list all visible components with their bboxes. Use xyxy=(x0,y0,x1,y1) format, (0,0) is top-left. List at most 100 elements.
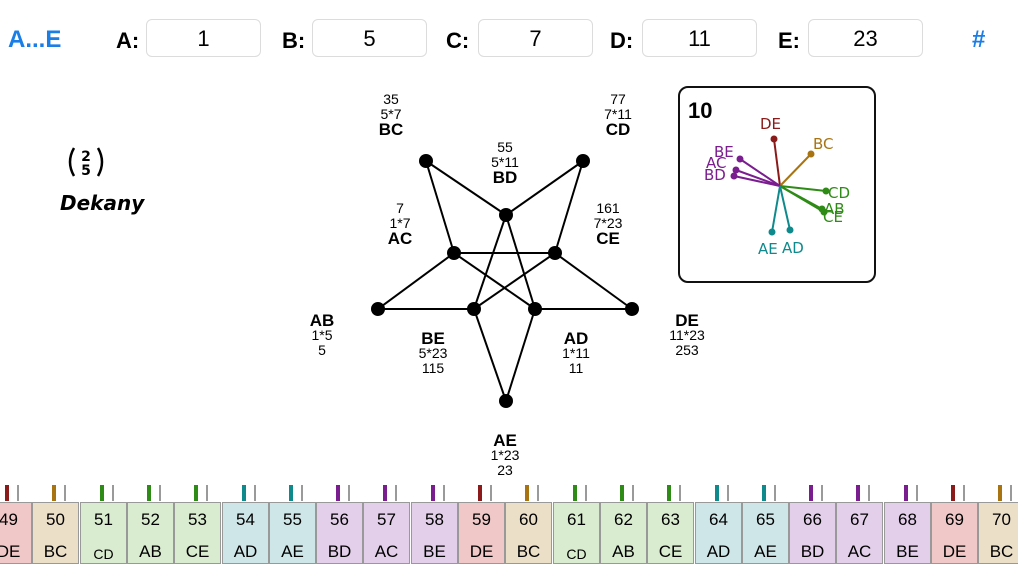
key-number: 62 xyxy=(614,510,633,529)
key-number: 64 xyxy=(709,510,728,529)
key-number: 67 xyxy=(850,510,869,529)
key-color-tick xyxy=(52,485,56,501)
key-combo: DE xyxy=(469,542,494,561)
logo-name: Dekany xyxy=(60,191,145,215)
node-dot-ce xyxy=(548,246,562,260)
key-color-tick xyxy=(348,485,350,501)
key-combo: AB xyxy=(612,542,635,561)
field-b-label: B: xyxy=(282,28,306,53)
key-color-tick xyxy=(478,485,482,501)
key-color-tick xyxy=(431,485,435,501)
vector-label-bd: BD xyxy=(704,166,726,184)
key-color-tick xyxy=(715,485,719,501)
vector-label-ae: AE xyxy=(758,240,778,258)
key-color-tick xyxy=(679,485,681,501)
vector-panel[interactable]: 10 DE BC BE xyxy=(678,86,876,283)
key-number: 65 xyxy=(756,510,775,529)
key-color-tick xyxy=(5,485,9,501)
vector-label-cd: CD xyxy=(828,184,850,202)
field-b-input[interactable]: 5 xyxy=(312,19,427,57)
node-label-de: DE 11*23 253 xyxy=(669,311,705,358)
key-number: 55 xyxy=(283,510,302,529)
node-dot-ae xyxy=(499,394,513,408)
key-color-tick xyxy=(64,485,66,501)
key-combo: BC xyxy=(43,542,68,561)
node-label-ce: 161 7*23 CE xyxy=(593,200,623,248)
key-combo: BE xyxy=(423,542,446,561)
key-combo: AC xyxy=(847,542,872,561)
vector-label-ce: CE xyxy=(823,208,843,226)
key-color-tick xyxy=(1010,485,1012,501)
node-label-ae: AE 1*23 23 xyxy=(490,431,520,478)
field-e-input[interactable]: 23 xyxy=(808,19,923,57)
node-label-ad: AD 1*11 11 xyxy=(562,329,590,376)
key-color-tick xyxy=(774,485,776,501)
app-title-button[interactable]: A...E xyxy=(8,26,62,53)
field-d-label: D: xyxy=(610,28,634,53)
vector-label-ab: AB xyxy=(824,200,845,218)
vector-label-ad: AD xyxy=(782,239,804,257)
node-label-ab: AB 1*5 5 xyxy=(309,311,335,358)
key-number: 50 xyxy=(46,510,65,529)
node-dot-bc xyxy=(419,154,433,168)
node-dot-be xyxy=(467,302,481,316)
key-color-tick xyxy=(821,485,823,501)
key-combo: CE xyxy=(658,542,683,561)
key-color-tick xyxy=(573,485,577,501)
node-dot-ab xyxy=(371,302,385,316)
key-color-tick xyxy=(809,485,813,501)
key-combo: DE xyxy=(942,542,967,561)
node-label-cd: 77 7*11 CD xyxy=(604,91,632,139)
vector-rays: DE BC BE AC BD CD AB CE AE AD xyxy=(704,115,850,258)
field-a-input[interactable]: 1 xyxy=(146,19,261,57)
key-color-tick xyxy=(100,485,104,501)
key-number: 68 xyxy=(898,510,917,529)
logo-binomial-top: 2 xyxy=(81,149,91,165)
key-color-tick xyxy=(443,485,445,501)
key-color-tick xyxy=(727,485,729,501)
field-d-input[interactable]: 11 xyxy=(642,19,757,57)
key-color-tick xyxy=(147,485,151,501)
dekany-star-diagram xyxy=(371,154,639,408)
key-color-tick xyxy=(762,485,766,501)
hash-button[interactable]: # xyxy=(972,26,986,53)
key-color-tick xyxy=(632,485,634,501)
key-color-tick xyxy=(17,485,19,501)
logo-binomial-bottom: 5 xyxy=(81,163,91,179)
key-number: 54 xyxy=(236,510,255,529)
key-color-tick xyxy=(395,485,397,501)
key-color-tick xyxy=(206,485,208,501)
key-combo: CD xyxy=(566,546,587,562)
key-combo: BC xyxy=(989,542,1014,561)
key-color-tick xyxy=(951,485,955,501)
key-number: 56 xyxy=(330,510,349,529)
key-combo: AB xyxy=(139,542,162,561)
field-a-label: A: xyxy=(116,28,140,53)
key-number: 69 xyxy=(945,510,964,529)
key-color-tick xyxy=(856,485,860,501)
field-c-input[interactable]: 7 xyxy=(478,19,593,57)
